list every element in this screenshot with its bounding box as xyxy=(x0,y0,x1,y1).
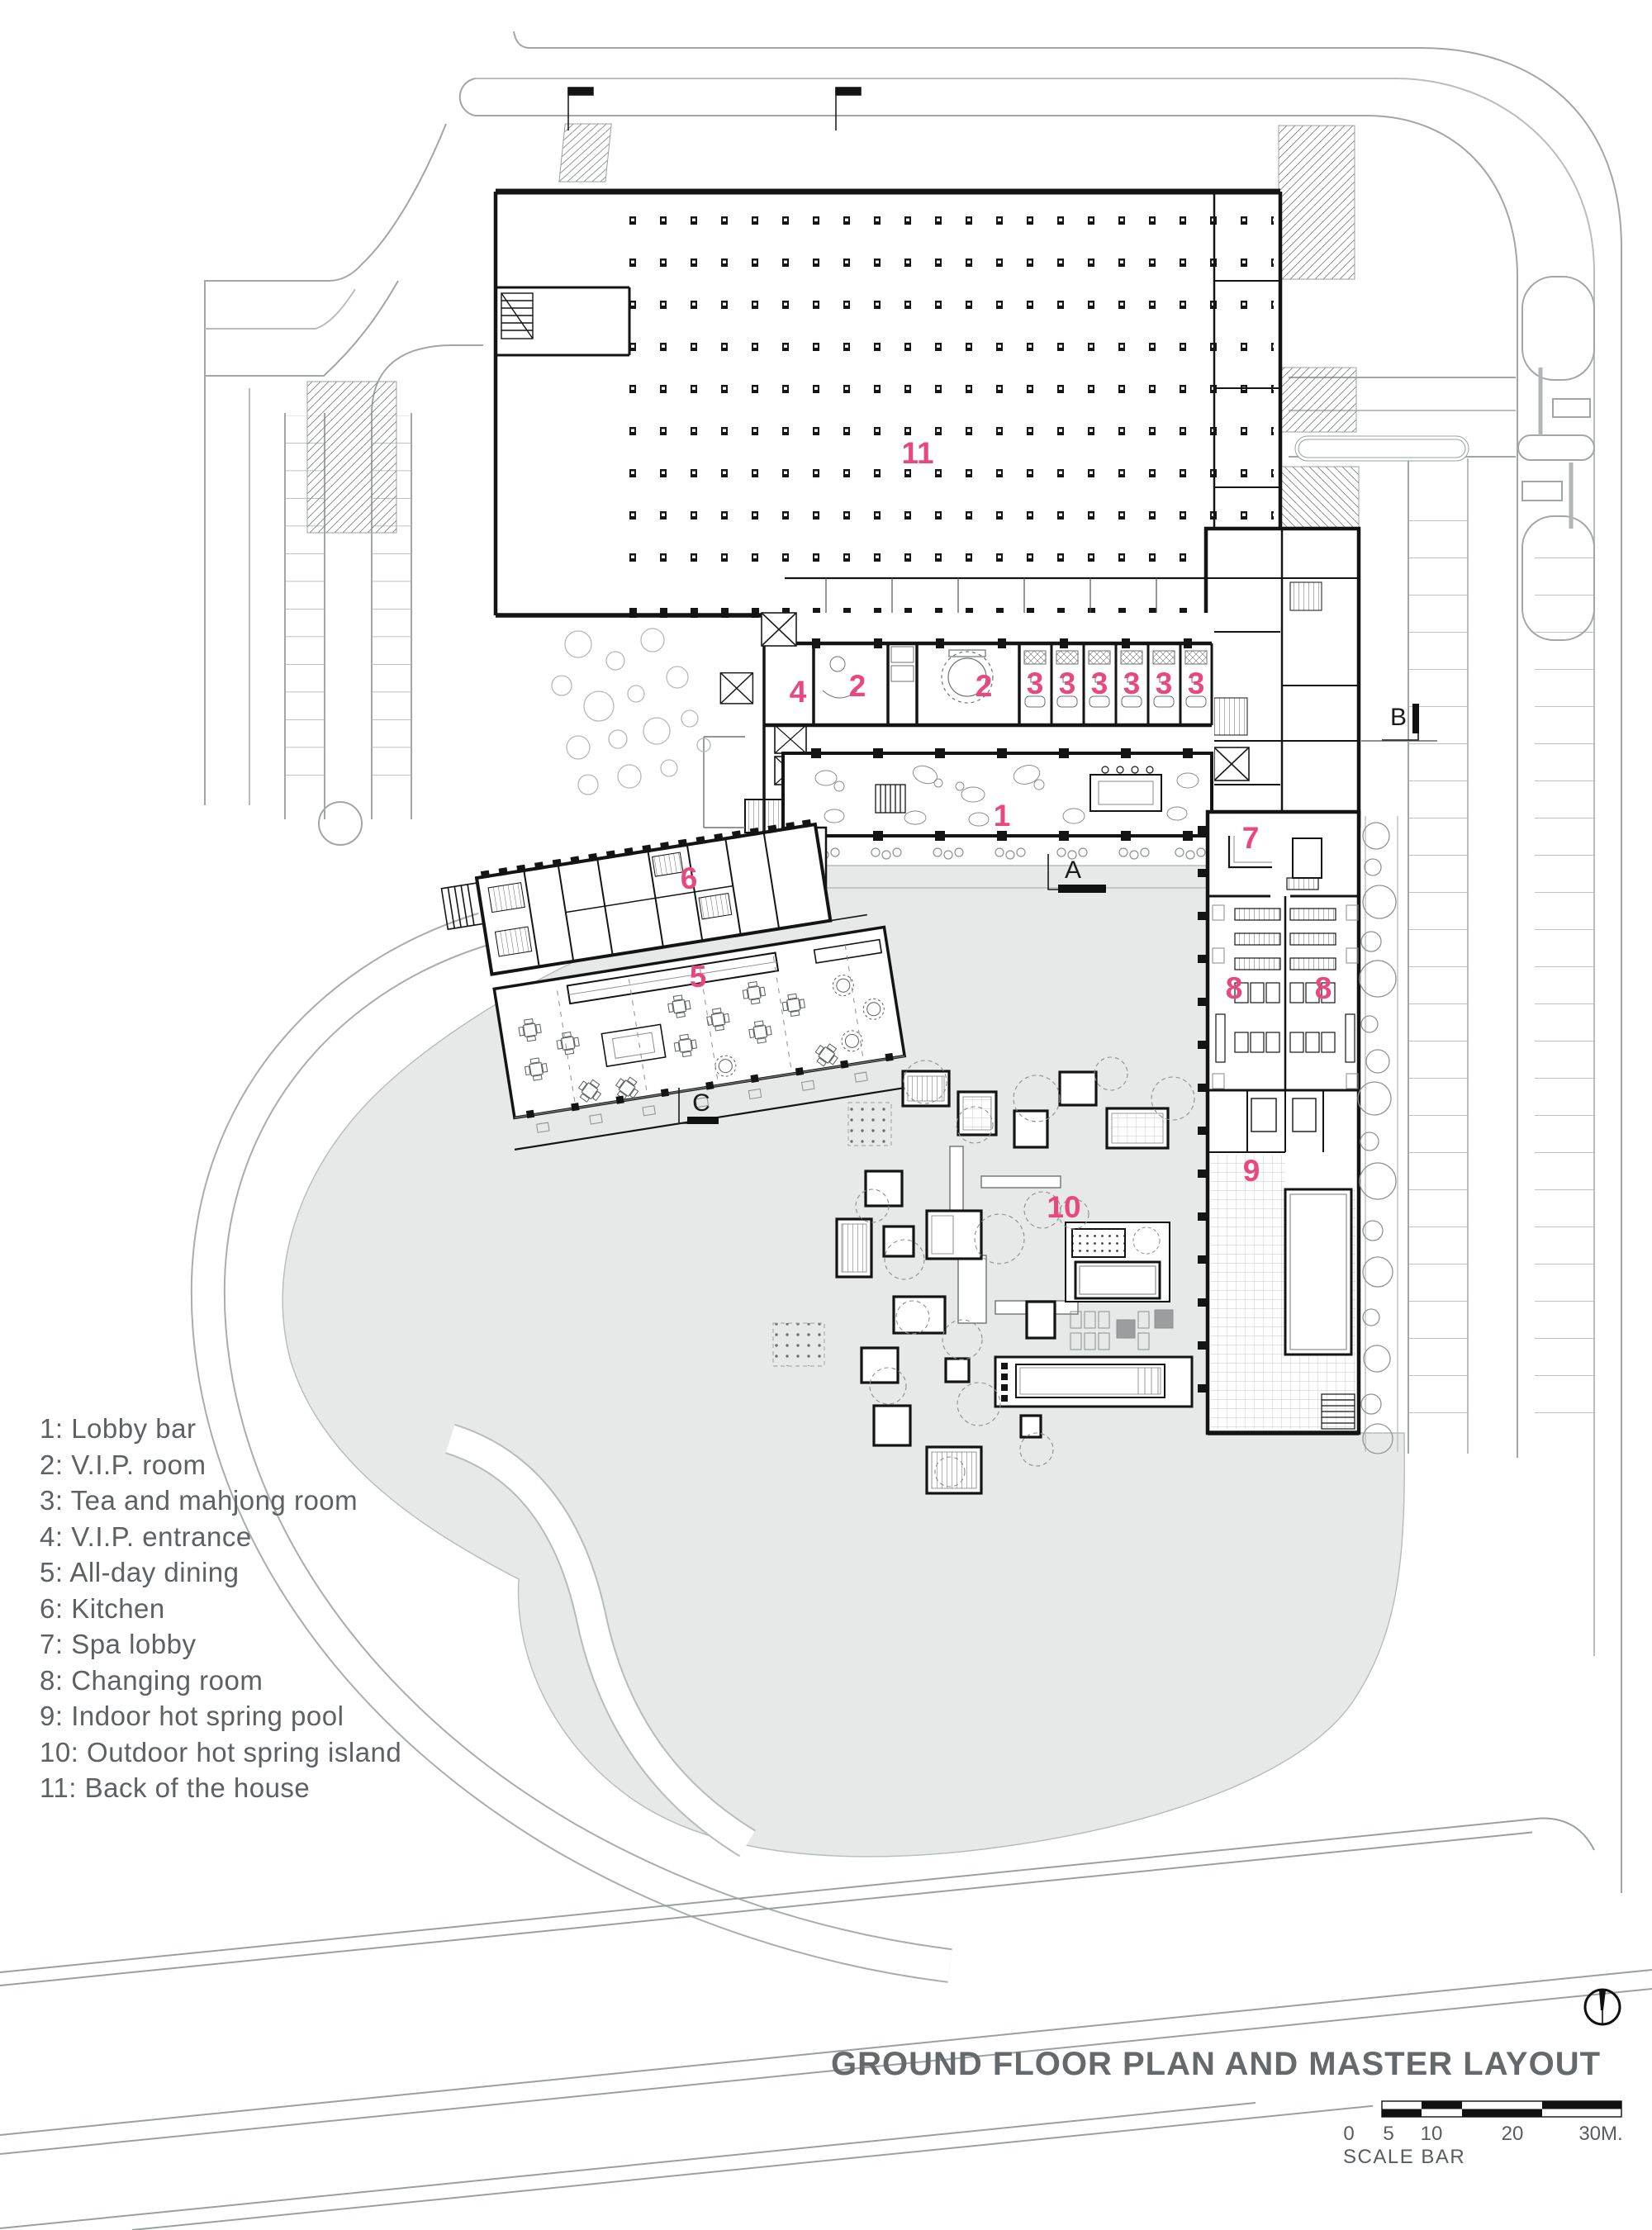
legend-item-5: 5: All-day dining xyxy=(40,1557,240,1587)
scale-bar-caption: SCALE BAR xyxy=(1343,2146,1466,2168)
sheet-title: GROUND FLOOR PLAN AND MASTER LAYOUT xyxy=(831,2046,1602,2082)
legend-item-10: 10: Outdoor hot spring island xyxy=(40,1736,402,1767)
north-arrow-icon xyxy=(1583,1988,1621,2026)
scale-tick-0: 0 xyxy=(1343,2123,1355,2145)
room-label-6: 6 xyxy=(680,861,698,895)
room-label-3b: 3 xyxy=(1058,667,1076,700)
room-label-3d: 3 xyxy=(1123,667,1141,700)
tree-strip xyxy=(1357,816,1398,1454)
room-label-2b: 2 xyxy=(975,669,993,703)
band-columns xyxy=(812,638,1192,648)
room-label-1: 1 xyxy=(993,799,1011,833)
room-label-11: 11 xyxy=(901,436,934,470)
scale-tick-10: 10 xyxy=(1420,2123,1443,2145)
scale-tick-30: 30M. xyxy=(1578,2123,1623,2145)
room-label-7: 7 xyxy=(1241,821,1260,855)
tree-cluster xyxy=(551,628,711,795)
legend-item-2: 2: V.I.P. room xyxy=(40,1449,206,1480)
section-markers xyxy=(678,704,1419,1124)
legend-item-9: 9: Indoor hot spring pool xyxy=(40,1701,344,1731)
room-label-3e: 3 xyxy=(1155,667,1173,700)
room-label-9: 9 xyxy=(1242,1154,1260,1188)
lobby-columns xyxy=(811,748,1193,841)
room-label-3f: 3 xyxy=(1187,667,1205,700)
room-label-2a: 2 xyxy=(848,669,866,703)
wing-pilasters xyxy=(1198,826,1208,1393)
room-label-5: 5 xyxy=(689,960,707,994)
legend-item-1: 1: Lobby bar xyxy=(40,1413,197,1444)
room-label-3a: 3 xyxy=(1026,667,1044,700)
building-back-of-house xyxy=(493,87,1283,618)
section-marker-c: C xyxy=(692,1089,710,1117)
lobby-furniture xyxy=(814,765,1199,827)
legend-item-6: 6: Kitchen xyxy=(40,1592,165,1624)
legend-item-4: 4: V.I.P. entrance xyxy=(40,1521,252,1552)
scale-tick-20: 20 xyxy=(1501,2123,1524,2145)
dining-kitchen-wing xyxy=(440,818,912,1151)
legend-item-8: 8: Changing room xyxy=(40,1664,263,1696)
spa-wing xyxy=(1198,809,1361,1435)
room-label-10: 10 xyxy=(1047,1190,1081,1224)
stepping-stones xyxy=(809,847,1206,860)
legend-item-7: 7: Spa lobby xyxy=(40,1629,197,1659)
room-label-4: 4 xyxy=(789,675,807,709)
scale-tick-5: 5 xyxy=(1383,2123,1394,2145)
service-block xyxy=(1203,526,1361,828)
lobby-bar xyxy=(781,748,1213,841)
legend: 1: Lobby bar 2: V.I.P. room 3: Tea and m… xyxy=(40,1411,401,1806)
room-label-3c: 3 xyxy=(1090,667,1108,700)
kitchen-wall-teeth xyxy=(480,818,812,880)
room-label-8a: 8 xyxy=(1225,971,1243,1005)
highway-lines xyxy=(0,1817,1652,2230)
legend-item-3: 3: Tea and mahjong room xyxy=(40,1485,358,1516)
room-label-8b: 8 xyxy=(1314,971,1332,1005)
legend-item-11: 11: Back of the house xyxy=(40,1772,311,1803)
scale-bar xyxy=(1381,2100,1622,2118)
section-marker-a: A xyxy=(1064,856,1082,884)
hot-spring-island xyxy=(772,1056,1195,1495)
section-marker-b: B xyxy=(1389,704,1408,731)
